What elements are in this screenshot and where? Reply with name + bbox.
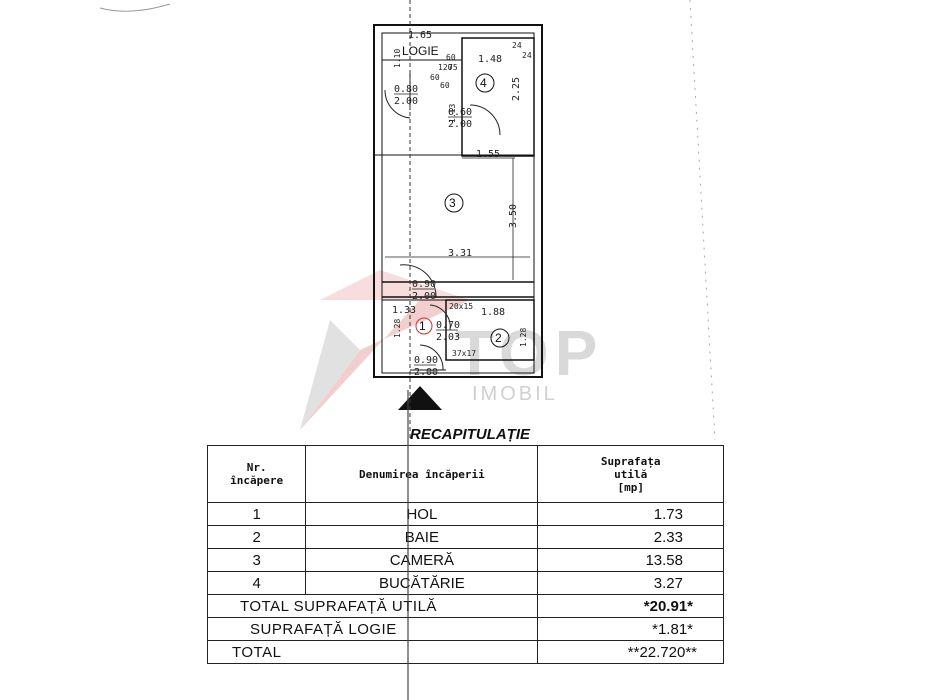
dim-148: 1.48 [478, 54, 502, 65]
header-name: Denumirea încăperii [305, 445, 539, 503]
logie-row: SUPRAFAȚĂ LOGIE *1.81* [206, 617, 724, 641]
dim-070: 0.70 [436, 320, 460, 331]
dim-090b: 0.90 [414, 355, 438, 366]
dim-188: 1.88 [481, 307, 505, 318]
dim-75: 75 [448, 63, 458, 72]
floor-plan-drawing: TOP IMOBIL 4 3 1 [99, 0, 716, 440]
dim-24b: 24 [522, 51, 532, 60]
row-area: 3.27 [537, 571, 724, 595]
watermark-top: TOP [455, 317, 603, 389]
dim-60b: 60 [430, 73, 440, 82]
dim-113: 1.13 [448, 104, 457, 123]
dim-60c: 60 [440, 81, 450, 90]
dim-225: 2.25 [511, 77, 522, 101]
scan-edge [689, 0, 716, 440]
room-4-marker: 4 [480, 76, 487, 90]
scan-mark [99, 3, 171, 12]
scan-vertical-line [407, 390, 409, 700]
total-useful-value: *20.91* [537, 594, 724, 618]
row-nr: 1 [206, 502, 307, 526]
row-name: BAIE [305, 525, 539, 549]
header-nr: Nr. încăpere [206, 445, 307, 503]
dim-128a: 1.28 [393, 319, 402, 338]
floor-plan: TOP IMOBIL 4 3 1 [99, 0, 716, 440]
room-markers: 4 3 1 2 [415, 73, 510, 348]
watermark-imobil: IMOBIL [472, 383, 558, 405]
row-nr: 3 [206, 548, 307, 572]
dim-331: 3.31 [448, 248, 472, 259]
room-2-marker: 2 [495, 331, 502, 345]
row-name: BUCĂTĂRIE [305, 571, 539, 595]
dim-120: 120 [438, 63, 453, 72]
recap-table: Nr. încăpere Denumirea încăperii Suprafa… [206, 445, 724, 664]
row-area: 2.33 [537, 525, 724, 549]
logie-area-label: SUPRAFAȚĂ LOGIE [206, 617, 539, 641]
dim-200d: 2.00 [414, 367, 438, 378]
dim-203: 2.03 [436, 332, 460, 343]
dim-24a: 24 [512, 41, 522, 50]
logie-label: LOGIE [402, 44, 439, 58]
dim-133: 1.33 [392, 305, 416, 316]
row-area: 13.58 [537, 548, 724, 572]
dim-080: 0.80 [394, 84, 418, 95]
walls [373, 24, 543, 378]
row-nr: 2 [206, 525, 307, 549]
room-3-marker: 3 [449, 196, 456, 210]
table-header-row: Nr. încăpere Denumirea încăperii Suprafa… [206, 445, 724, 503]
dim-200b: 2.00 [448, 119, 472, 130]
table-row: 4 BUCĂTĂRIE 3.27 [206, 571, 724, 595]
dim-37x17: 37x17 [452, 349, 476, 358]
dim-60: 60 [446, 53, 456, 62]
watermark-logo [300, 270, 470, 430]
total-useful-row: TOTAL SUPRAFAȚĂ UTILĂ *20.91* [206, 594, 724, 618]
total-row: TOTAL **22.720** [206, 640, 724, 664]
room-1-marker: 1 [419, 319, 426, 333]
dim-090a: 0.90 [412, 279, 436, 290]
total-useful-label: TOTAL SUPRAFAȚĂ UTILĂ [206, 594, 539, 618]
recap-title: RECAPITULAȚIE [410, 426, 530, 443]
dim-350: 3.50 [508, 204, 519, 228]
row-nr: 4 [206, 571, 307, 595]
table-row: 2 BAIE 2.33 [206, 525, 724, 549]
header-area: Suprafața utilă [mp] [537, 445, 724, 503]
dim-110: 1.10 [393, 49, 402, 68]
dim-200c: 2.00 [412, 291, 436, 302]
dim-060: 0.60 [448, 107, 472, 118]
row-area: 1.73 [537, 502, 724, 526]
table-row: 3 CAMERĂ 13.58 [206, 548, 724, 572]
door-arcs [384, 89, 501, 371]
total-label: TOTAL [206, 640, 539, 664]
dim-20x15: 20x15 [449, 302, 473, 311]
logie-area-value: *1.81* [537, 617, 724, 641]
row-name: HOL [305, 502, 539, 526]
dim-200a: 2.00 [394, 96, 418, 107]
dim-155: 1.55 [476, 149, 500, 160]
dim-165: 1.65 [408, 30, 432, 41]
dim-128b: 1.28 [519, 328, 528, 347]
total-value: **22.720** [537, 640, 724, 664]
entrance-arrow-icon [398, 386, 442, 410]
row-name: CAMERĂ [305, 548, 539, 572]
table-row: 1 HOL 1.73 [206, 502, 724, 526]
